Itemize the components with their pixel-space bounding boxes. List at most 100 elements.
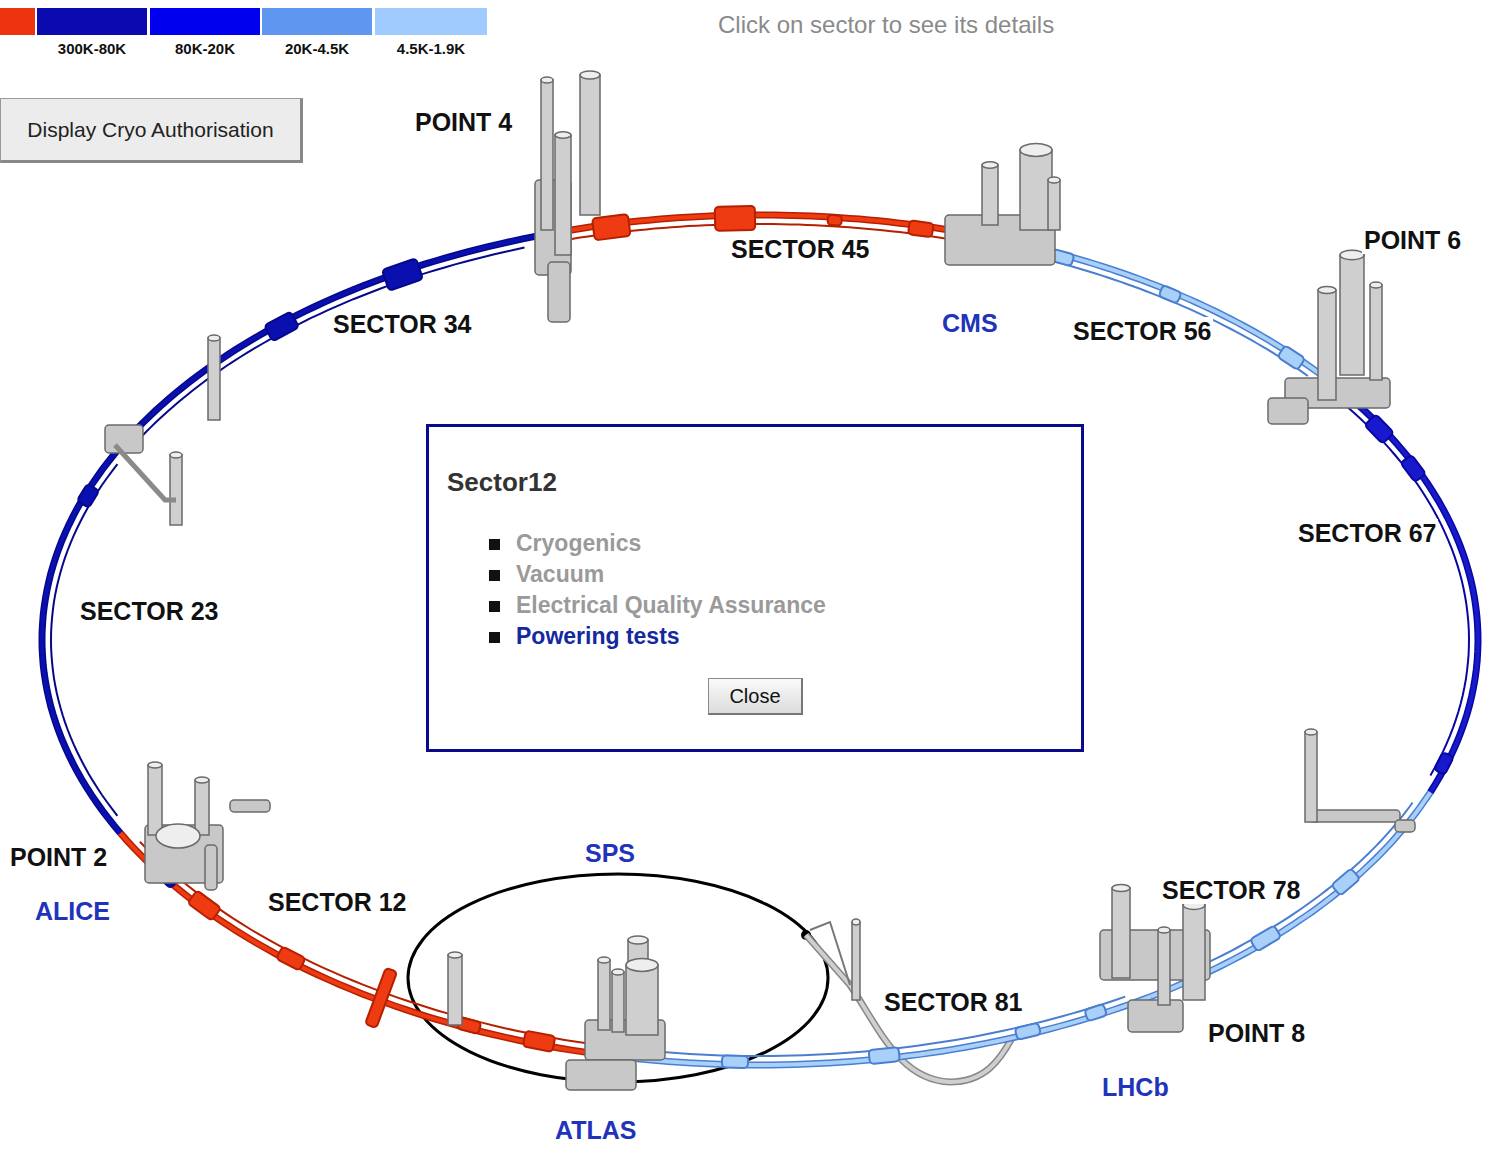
list-bullet bbox=[489, 570, 500, 581]
access-shaft bbox=[1020, 150, 1052, 230]
magnet-module bbox=[365, 968, 397, 1028]
legend-text: 80K-20K bbox=[150, 40, 260, 57]
popup-title: Sector12 bbox=[447, 467, 557, 498]
cavern-drum bbox=[156, 824, 200, 848]
access-shaft-top bbox=[195, 777, 209, 783]
access-shaft-top bbox=[1112, 884, 1130, 891]
ring-return-line bbox=[51, 464, 117, 816]
site-layer bbox=[105, 71, 1415, 1090]
access-shaft bbox=[612, 972, 624, 1032]
magnet-module bbox=[1434, 752, 1454, 775]
magnet-module bbox=[1277, 345, 1305, 370]
magnet-module bbox=[715, 206, 755, 231]
access-shaft-top bbox=[852, 919, 860, 925]
access-shaft-body bbox=[566, 1060, 636, 1090]
list-bullet bbox=[489, 539, 500, 550]
access-shaft bbox=[580, 75, 600, 215]
magnet-module bbox=[276, 946, 306, 970]
site-label: POINT 6 bbox=[1362, 226, 1463, 254]
access-shaft-body bbox=[1128, 1000, 1183, 1032]
magnet-module bbox=[1331, 868, 1360, 895]
access-shaft bbox=[1318, 290, 1336, 400]
access-shaft bbox=[1183, 905, 1205, 1000]
access-shaft-top bbox=[626, 959, 658, 972]
site-label: CMS bbox=[940, 309, 1000, 337]
button-label: Close bbox=[729, 685, 780, 708]
site-label: LHCb bbox=[1100, 1073, 1171, 1101]
site-label: POINT 4 bbox=[413, 108, 514, 136]
access-shaft-top bbox=[1048, 177, 1060, 183]
list-bullet bbox=[489, 601, 500, 612]
ring-return-line bbox=[1338, 399, 1469, 775]
ring-pipe bbox=[1330, 382, 1478, 792]
site-label: SECTOR 45 bbox=[729, 235, 871, 263]
site-label: ALICE bbox=[33, 897, 112, 925]
magnet-module bbox=[264, 311, 299, 341]
ring-pipe bbox=[120, 234, 545, 447]
magnet-module bbox=[1015, 1023, 1041, 1040]
magnet-module bbox=[77, 484, 99, 508]
ring-pipe bbox=[42, 447, 120, 833]
site-label: SPS bbox=[583, 839, 637, 867]
access-shaft-top bbox=[448, 952, 462, 958]
toggle-button: Display Cryo Authorisation bbox=[0, 98, 303, 163]
access-shaft-body bbox=[230, 800, 270, 812]
list-bullet bbox=[489, 632, 500, 643]
site-label: POINT 8 bbox=[1206, 1019, 1307, 1047]
magnet-module bbox=[1159, 285, 1182, 304]
magnet-module bbox=[869, 1047, 900, 1064]
access-shaft bbox=[148, 765, 162, 835]
magnet-module bbox=[1400, 455, 1426, 483]
access-shaft-top bbox=[1020, 144, 1052, 157]
ring-pipe-outline bbox=[1330, 382, 1478, 792]
access-shaft-top bbox=[1305, 729, 1317, 735]
site-label: SECTOR 67 bbox=[1296, 519, 1438, 547]
popup-item: Vacuum bbox=[516, 561, 604, 588]
popup-item: Cryogenics bbox=[516, 530, 641, 557]
access-shaft bbox=[555, 135, 571, 255]
access-shaft-top bbox=[541, 77, 553, 83]
access-shaft-body bbox=[1268, 398, 1308, 424]
access-shaft-body bbox=[548, 262, 570, 322]
access-shaft-body bbox=[205, 845, 217, 890]
ring-return-line bbox=[1020, 253, 1308, 376]
close-button: Close bbox=[708, 678, 803, 715]
ring-pipe-outline bbox=[120, 234, 545, 447]
magnet-module bbox=[722, 1055, 748, 1068]
access-shaft bbox=[1158, 930, 1170, 1005]
access-shaft-top bbox=[1318, 286, 1336, 293]
access-shaft bbox=[1370, 285, 1382, 380]
access-shaft bbox=[1112, 888, 1130, 978]
access-shaft-top bbox=[170, 452, 182, 458]
site-label: SECTOR 34 bbox=[331, 310, 473, 338]
legend-text: 4.5K-1.9K bbox=[375, 40, 487, 57]
legend-text: 20K-4.5K bbox=[262, 40, 372, 57]
popup-item: Electrical Quality Assurance bbox=[516, 592, 826, 619]
access-shaft bbox=[982, 165, 998, 225]
access-shaft-top bbox=[612, 969, 624, 975]
ring-layer bbox=[42, 206, 1478, 1068]
legend-swatch bbox=[150, 8, 260, 35]
button-label: Display Cryo Authorisation bbox=[27, 115, 273, 144]
legend-swatch bbox=[37, 8, 147, 35]
access-shaft bbox=[170, 455, 182, 525]
access-shaft bbox=[1048, 180, 1060, 230]
site-label: POINT 2 bbox=[8, 843, 109, 871]
legend-swatch bbox=[262, 8, 372, 35]
access-shaft-top bbox=[1158, 927, 1170, 933]
access-shaft bbox=[1305, 732, 1317, 822]
access-shaft-top bbox=[598, 957, 610, 963]
access-shaft bbox=[448, 955, 462, 1025]
access-shaft bbox=[852, 922, 860, 1000]
service-tunnel bbox=[115, 445, 176, 500]
magnet-module bbox=[592, 214, 630, 240]
access-shaft-top bbox=[982, 162, 998, 168]
site-label: SECTOR 12 bbox=[266, 888, 408, 916]
magnet-module bbox=[827, 215, 842, 226]
access-shaft-top bbox=[555, 132, 571, 138]
access-shaft-top bbox=[580, 71, 600, 79]
access-shaft-top bbox=[628, 936, 648, 944]
site-label: SECTOR 23 bbox=[78, 597, 220, 625]
sps-ring bbox=[408, 874, 828, 1082]
